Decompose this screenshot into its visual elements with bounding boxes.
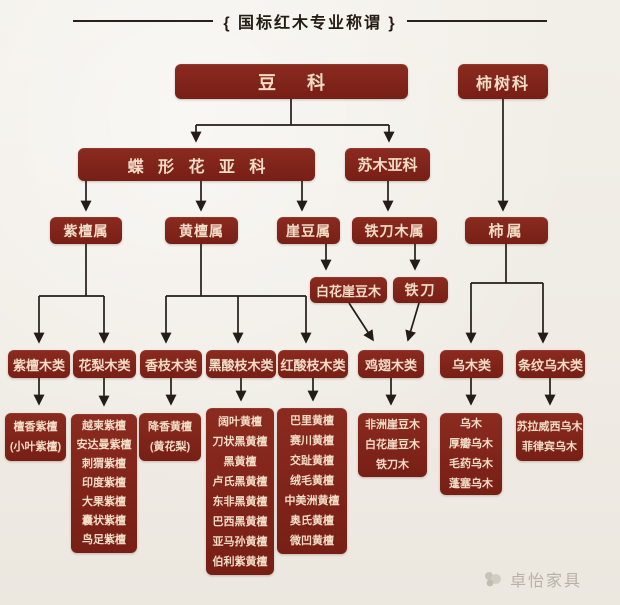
node-class-jichi: 鸡翅木类 (358, 350, 424, 378)
node-class-jichi-label: 鸡翅木类 (364, 357, 417, 373)
species-item: 囊状紫檀 (82, 515, 126, 527)
node-class-huali: 花梨木类 (73, 350, 136, 378)
species-item: 中美洲黄檀 (284, 495, 340, 507)
species-item: 蓬塞乌木 (449, 478, 493, 490)
page-title: { 国标红木专业称谓 } (223, 15, 397, 32)
species-item: 菲律宾乌木 (522, 441, 577, 453)
species-item: 非洲崖豆木 (365, 419, 420, 431)
node-tiedao-label: 铁刀 (404, 282, 437, 298)
node-family-legume-label: 豆 科 (257, 72, 331, 93)
node-subfamily-papilionoideae-label: 蝶 形 花 亚 科 (127, 158, 268, 176)
node-genus-pterocarpus-label: 紫檀属 (63, 222, 109, 239)
node-family-persimmon-label: 柿树科 (475, 75, 530, 93)
species-item: (小叶紫檀) (9, 441, 62, 453)
node-genus-senna-label: 铁刀木属 (364, 222, 425, 239)
species-list-heisuanzhi: 阔叶黄檀 刀状黑黄檀 黑黄檀 卢氏黑黄檀 东非黑黄檀 巴西黑黄檀 亚马孙黄檀 伯… (206, 408, 274, 575)
node-class-wumu-label: 乌木类 (451, 357, 491, 373)
species-item: 降香黄檀 (148, 421, 192, 433)
node-tiedao: 铁刀 (393, 277, 448, 303)
species-item: 大果紫檀 (82, 496, 126, 508)
node-subfamily-caesalpinioideae: 苏木亚科 (345, 148, 430, 181)
species-item: 阔叶黄檀 (218, 415, 262, 428)
node-class-xiangzhi-label: 香枝木类 (144, 357, 197, 373)
species-item: 铁刀木 (376, 459, 409, 471)
node-baihua-yadoumu: 白花崖豆木 (310, 277, 387, 303)
species-item: 檀香紫檀 (13, 421, 58, 433)
species-item: 东非黑黄檀 (212, 495, 268, 508)
species-list-huali: 越柬紫檀 安达曼紫檀 刺猬紫檀 印度紫檀 大果紫檀 囊状紫檀 鸟足紫檀 (71, 414, 137, 553)
species-item: 黑黄檀 (223, 455, 257, 468)
node-family-persimmon: 柿树科 (458, 64, 548, 99)
species-item: 巴里黄檀 (290, 415, 334, 427)
node-subfamily-papilionoideae: 蝶 形 花 亚 科 (78, 148, 315, 181)
node-genus-senna: 铁刀木属 (352, 217, 437, 244)
species-list-zitan: 檀香紫檀 (小叶紫檀) (5, 413, 66, 461)
node-class-heisuanzhi: 黑酸枝木类 (206, 350, 276, 378)
node-genus-dalbergia: 黄檀属 (165, 217, 238, 244)
node-class-hongsuanzhi-label: 红酸枝木类 (280, 357, 346, 373)
species-list-wumu: 乌木 厚瓣乌木 毛药乌木 蓬塞乌木 (440, 413, 502, 495)
node-genus-dalbergia-label: 黄檀属 (179, 222, 224, 239)
species-item: 越柬紫檀 (82, 420, 126, 432)
species-item: 鸟足紫檀 (82, 534, 126, 546)
node-baihua-yadoumu-label: 白花崖豆木 (315, 283, 381, 299)
title-rule-left (73, 20, 214, 22)
species-item: (黄花梨) (149, 441, 191, 453)
arrow-baihua-to-jichi (348, 302, 374, 342)
watermark: 卓怡家具 (483, 567, 582, 591)
node-class-wumu: 乌木类 (440, 350, 503, 378)
species-item: 卢氏黑黄檀 (212, 475, 268, 488)
species-item: 安达曼紫檀 (76, 439, 132, 451)
node-class-hongsuanzhi: 红酸枝木类 (278, 350, 348, 378)
connector-trunks (39, 99, 543, 297)
node-genus-millettia-label: 崖豆属 (286, 222, 331, 239)
node-class-xiangzhi: 香枝木类 (140, 350, 202, 378)
node-class-zitan: 紫檀木类 (8, 350, 70, 378)
species-item: 交趾黄檀 (290, 455, 334, 467)
species-item: 绒毛黄檀 (290, 475, 334, 487)
species-item: 印度紫檀 (82, 477, 126, 489)
node-genus-pterocarpus: 紫檀属 (50, 217, 122, 244)
species-item: 微凹黄檀 (290, 535, 334, 547)
species-list-jichi: 非洲崖豆木 白花崖豆木 铁刀木 (358, 413, 427, 477)
watermark-text: 卓怡家具 (509, 573, 582, 590)
species-item: 刺猬紫檀 (82, 458, 126, 470)
arrow-tiedao-to-jichi (405, 302, 420, 342)
title-bar: { 国标红木专业称谓 } (0, 8, 620, 34)
species-item: 厚瓣乌木 (449, 438, 493, 450)
node-class-tiaowen-wumu-label: 条纹乌木类 (517, 357, 583, 373)
watermark-logo-icon (484, 572, 501, 587)
node-family-legume: 豆 科 (175, 64, 408, 99)
species-item: 刀状黑黄檀 (212, 435, 268, 448)
species-item: 奥氏黄檀 (290, 515, 334, 527)
species-list-hongsuanzhi: 巴里黄檀 赛川黄檀 交趾黄檀 绒毛黄檀 中美洲黄檀 奥氏黄檀 微凹黄檀 (277, 408, 347, 554)
title-rule-right (406, 20, 547, 22)
node-class-heisuanzhi-label: 黑酸枝木类 (208, 357, 274, 373)
species-list-tiaowen-wumu: 苏拉威西乌木 菲律宾乌木 (516, 413, 583, 461)
species-item: 伯利紫黄檀 (212, 555, 268, 568)
species-item: 乌木 (460, 418, 482, 430)
species-item: 赛川黄檀 (290, 435, 334, 447)
node-class-tiaowen-wumu: 条纹乌木类 (516, 350, 585, 378)
node-class-huali-label: 花梨木类 (78, 357, 131, 373)
species-list-xiangzhi: 降香黄檀 (黄花梨) (139, 413, 201, 461)
species-item: 白花崖豆木 (365, 439, 420, 451)
node-genus-diospyros-label: 柿属 (488, 223, 525, 240)
species-item: 巴西黑黄檀 (212, 515, 268, 528)
node-subfamily-caesalpinioideae-label: 苏木亚科 (357, 157, 418, 174)
species-item: 毛药乌木 (449, 458, 493, 470)
species-item: 亚马孙黄檀 (212, 535, 268, 548)
node-genus-millettia: 崖豆属 (277, 217, 340, 244)
node-genus-diospyros: 柿属 (465, 217, 548, 244)
node-class-zitan-label: 紫檀木类 (12, 357, 65, 373)
species-item: 苏拉威西乌木 (516, 421, 583, 433)
